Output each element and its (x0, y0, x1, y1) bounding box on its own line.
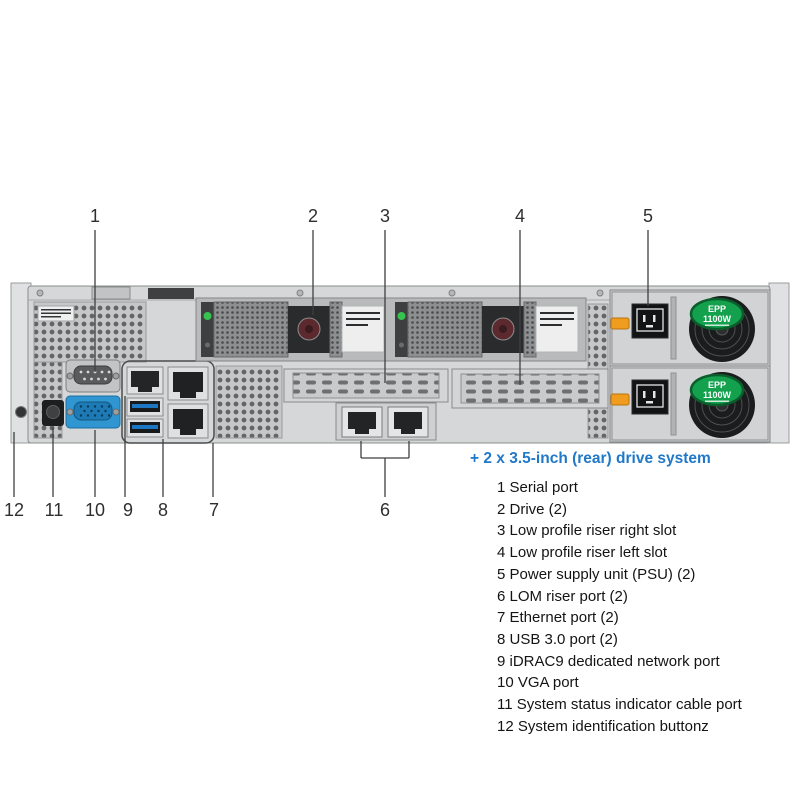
legend-item-12: 12 System identification buttonz (497, 717, 709, 735)
legend-item-5: 5 Power supply unit (PSU) (2) (497, 565, 696, 583)
top-rail-plate (91, 286, 131, 300)
callout-7: 7 (208, 500, 220, 520)
legend-item-7: 7 Ethernet port (2) (497, 609, 619, 627)
system-id-button (15, 406, 27, 418)
callout-1: 1 (89, 206, 101, 226)
vga-port (65, 395, 121, 429)
psu2-badge-line2: 1100W (703, 390, 732, 400)
top-rail-latch (148, 288, 194, 299)
legend-item-10: 10 VGA port (497, 674, 579, 692)
psu1-badge-line2: 1100W (703, 314, 732, 324)
legend-item-8: 8 USB 3.0 port (2) (497, 630, 618, 648)
serial-port (65, 359, 121, 393)
legend-item-1: 1 Serial port (497, 479, 578, 496)
psu2-badge-line1: EPP (708, 380, 726, 390)
legend: + 2 x 3.5-inch (rear) drive system 1 Ser… (470, 450, 800, 737)
legend-item-2: 2 Drive (2) (497, 500, 568, 518)
drive-2 (395, 301, 579, 358)
legend-item-6: 6 LOM riser port (2) (497, 587, 628, 605)
legend-heading: + 2 x 3.5-inch (rear) drive system (470, 450, 711, 467)
legend-item-9: 9 iDRAC9 dedicated network port (497, 652, 720, 670)
riser-slot-right (283, 368, 449, 403)
callout-6: 6 (379, 500, 391, 520)
leader-lines (13, 230, 649, 497)
drive-1 (201, 301, 385, 358)
legend-item-3: 3 Low profile riser right slot (497, 522, 677, 540)
usb-ports (126, 397, 164, 438)
callout-4: 4 (514, 206, 526, 226)
callout-2: 2 (307, 206, 319, 226)
port-cluster-outline (121, 360, 215, 444)
service-tag-label (37, 305, 75, 322)
callout-5: 5 (642, 206, 654, 226)
leader-line-6 (360, 441, 410, 497)
callout-8: 8 (157, 500, 169, 520)
callout-9: 9 (122, 500, 134, 520)
riser-slot-left (451, 368, 609, 409)
idrac-network-port (126, 366, 164, 395)
psu2-epp-badge (689, 373, 745, 407)
callout-11: 11 (44, 500, 64, 520)
callout-10: 10 (84, 500, 106, 520)
psu-1: EPP 1100W (610, 291, 769, 365)
lom-riser-ports (335, 402, 437, 441)
callout-12: 12 (3, 500, 25, 520)
psu1-epp-badge (689, 297, 745, 331)
right-mounting-ear (768, 282, 790, 444)
status-indicator-cable-port (42, 400, 64, 426)
psu1-badge-line1: EPP (708, 304, 726, 314)
ethernet-ports (167, 366, 209, 439)
legend-item-4: 4 Low profile riser left slot (497, 544, 668, 562)
callout-3: 3 (379, 206, 391, 226)
legend-item-11: 11 System status indicator cable port (497, 696, 742, 714)
psu-2: EPP 1100W (610, 367, 769, 441)
